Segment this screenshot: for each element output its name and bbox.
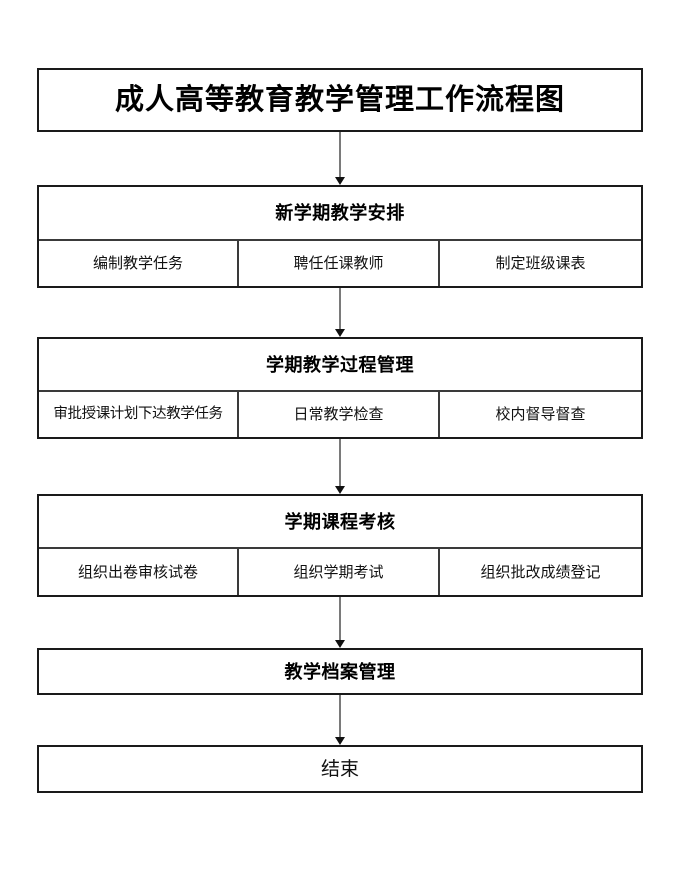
stage-cell-label: 日常教学检查 xyxy=(293,406,384,423)
connector-title-to-stage-1 xyxy=(335,132,345,185)
stage-cell-label: 审批授课计划下达教学任务 xyxy=(53,406,223,423)
connector-archive-to-end xyxy=(335,695,345,745)
connector-stage-1-to-stage-2 xyxy=(335,288,345,337)
down-arrow-icon xyxy=(335,177,345,185)
stage-cell-label: 聘任任课教师 xyxy=(293,255,384,272)
end-label: 结束 xyxy=(320,758,359,780)
archive-label: 教学档案管理 xyxy=(284,661,396,682)
stage-box-1: 新学期教学安排 编制教学任务 聘任任课教师 制定班级课表 xyxy=(37,185,643,288)
stage-cell: 组织学期考试 xyxy=(239,549,440,595)
down-arrow-icon xyxy=(335,329,345,337)
arrow-shaft xyxy=(339,288,341,330)
title-box: 成人高等教育教学管理工作流程图 xyxy=(37,68,643,132)
title-band: 成人高等教育教学管理工作流程图 xyxy=(39,70,641,130)
stage-header-label: 新学期教学安排 xyxy=(275,203,405,223)
archive-band: 教学档案管理 xyxy=(39,650,641,693)
stage-cell-label: 组织出卷审核试卷 xyxy=(77,563,198,581)
stage-cell: 组织出卷审核试卷 xyxy=(39,549,239,595)
page-title: 成人高等教育教学管理工作流程图 xyxy=(114,83,565,116)
stage-cell: 审批授课计划下达教学任务 xyxy=(39,392,239,437)
down-arrow-icon xyxy=(335,737,345,745)
stage-cell-label: 组织批改成绩登记 xyxy=(480,563,601,581)
stage-cell: 校内督导督查 xyxy=(440,392,641,437)
stage-header-label: 学期课程考核 xyxy=(284,511,396,532)
stage-cells-2: 审批授课计划下达教学任务 日常教学检查 校内督导督查 xyxy=(39,392,641,437)
stage-cell: 组织批改成绩登记 xyxy=(440,549,641,595)
arrow-shaft xyxy=(339,132,341,178)
stage-cell-label: 组织学期考试 xyxy=(293,563,384,581)
arrow-shaft xyxy=(339,439,341,487)
stage-header-2: 学期教学过程管理 xyxy=(39,339,641,392)
stage-header-1: 新学期教学安排 xyxy=(39,187,641,241)
down-arrow-icon xyxy=(335,640,345,648)
end-band: 结束 xyxy=(39,747,641,791)
stage-header-label: 学期教学过程管理 xyxy=(266,354,414,375)
stage-cell: 聘任任课教师 xyxy=(239,241,440,286)
stage-cell-label: 校内督导督查 xyxy=(495,406,586,423)
stage-cell-label: 编制教学任务 xyxy=(92,255,183,272)
stage-cells-1: 编制教学任务 聘任任课教师 制定班级课表 xyxy=(39,241,641,286)
stage-cell: 制定班级课表 xyxy=(440,241,641,286)
stage-header-3: 学期课程考核 xyxy=(39,496,641,549)
connector-stage-3-to-archive xyxy=(335,597,345,648)
connector-stage-2-to-stage-3 xyxy=(335,439,345,494)
down-arrow-icon xyxy=(335,486,345,494)
stage-box-3: 学期课程考核 组织出卷审核试卷 组织学期考试 组织批改成绩登记 xyxy=(37,494,643,597)
archive-box: 教学档案管理 xyxy=(37,648,643,695)
stage-cell: 编制教学任务 xyxy=(39,241,239,286)
stage-box-2: 学期教学过程管理 审批授课计划下达教学任务 日常教学检查 校内督导督查 xyxy=(37,337,643,439)
stage-cell: 日常教学检查 xyxy=(239,392,440,437)
stage-cell-label: 制定班级课表 xyxy=(495,255,586,272)
stage-cells-3: 组织出卷审核试卷 组织学期考试 组织批改成绩登记 xyxy=(39,549,641,595)
arrow-shaft xyxy=(339,597,341,641)
end-box: 结束 xyxy=(37,745,643,793)
arrow-shaft xyxy=(339,695,341,738)
